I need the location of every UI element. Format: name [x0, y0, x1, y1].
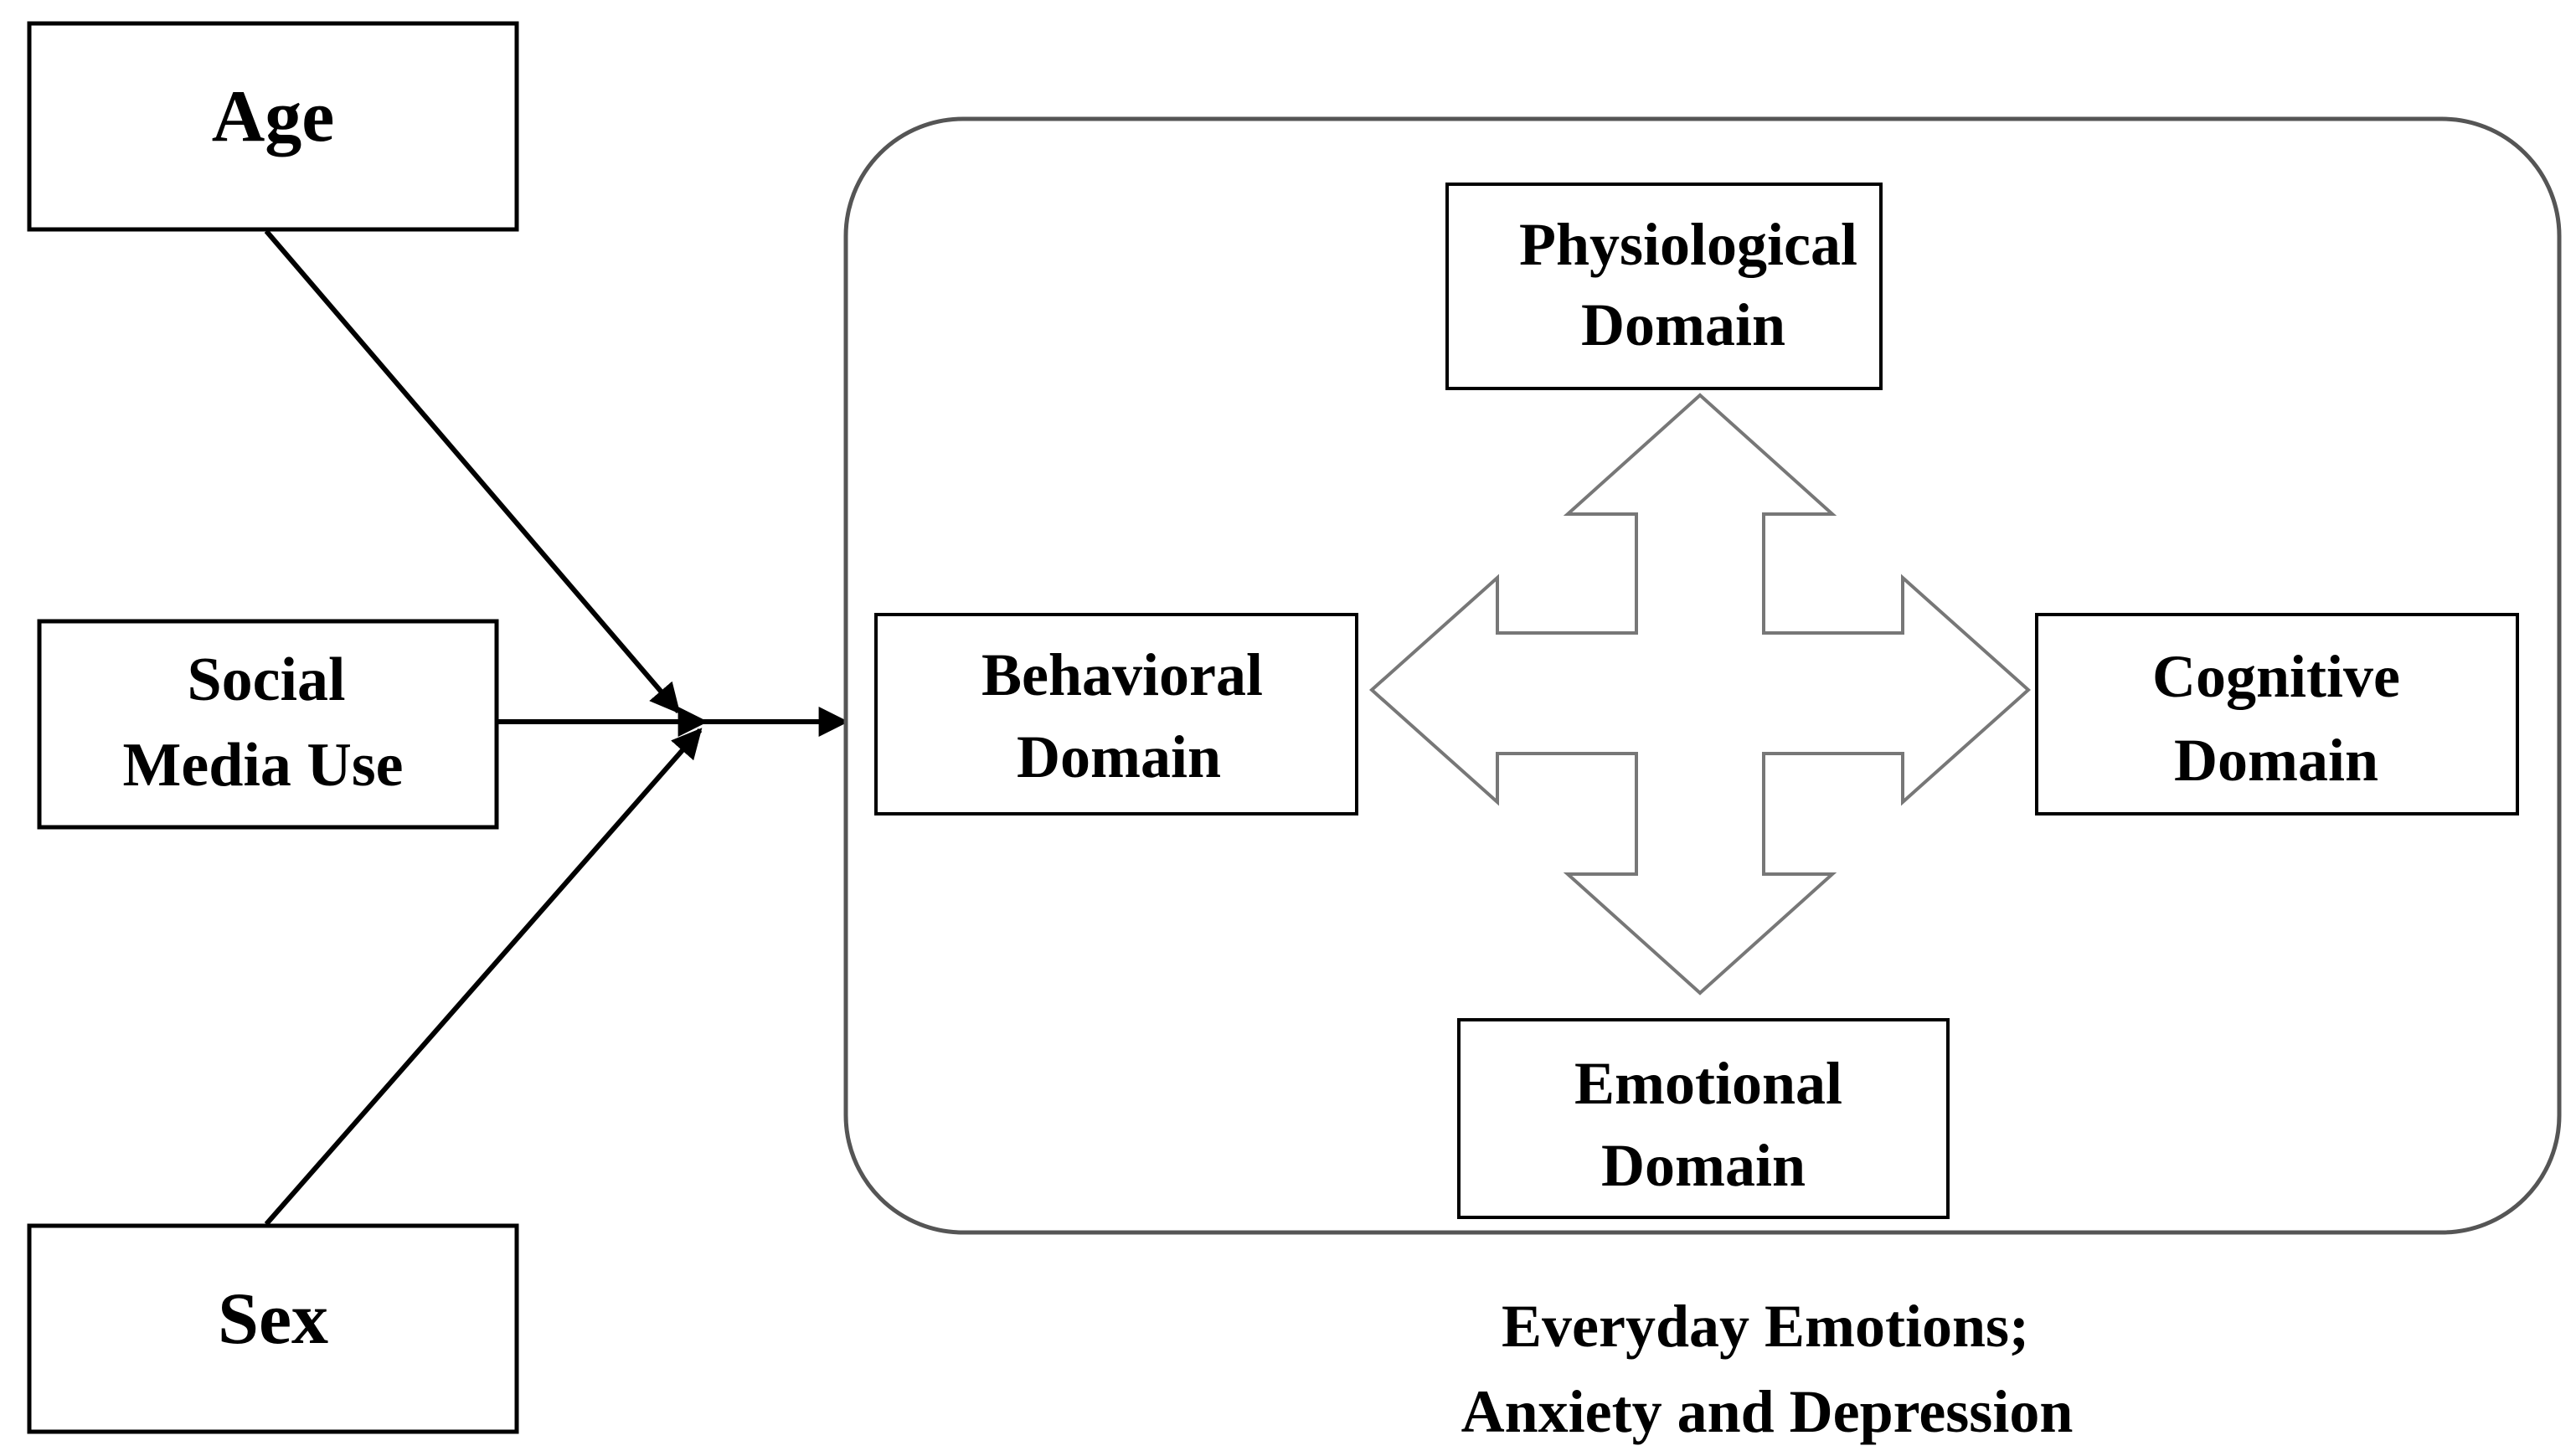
physiological-domain-node: Physiological Domain: [1445, 183, 1883, 390]
outcome-caption-line1: Everyday Emotions;: [1502, 1293, 2029, 1360]
behavioral-domain-node: Behavioral Domain: [874, 613, 1358, 815]
physiological-domain-label-line2: Domain: [1581, 291, 1785, 358]
behavioral-domain-box: [874, 613, 1358, 815]
age-box: [27, 21, 519, 232]
emotional-domain-box: [1457, 1018, 1950, 1219]
age-node: Age: [27, 21, 519, 232]
social-media-use-label-line1: Social: [187, 646, 345, 714]
physiological-domain-label-line1: Physiological: [1519, 211, 1857, 278]
sex-node: Sex: [27, 1223, 519, 1434]
sex-box: [27, 1223, 519, 1434]
emotional-domain-label-line1: Emotional: [1574, 1050, 1842, 1117]
sex-label: Sex: [218, 1279, 328, 1360]
behavioral-domain-label-line2: Domain: [1017, 723, 1221, 790]
emotional-domain-label-line2: Domain: [1601, 1132, 1806, 1199]
age-arrow: [264, 229, 681, 714]
predictor-connectors: [264, 229, 849, 1226]
social-media-use-label-line2: Media Use: [123, 731, 404, 800]
cognitive-domain-label-line2: Domain: [2174, 727, 2378, 794]
cognitive-domain-label-line1: Cognitive: [2152, 643, 2400, 710]
cognitive-domain-node: Cognitive Domain: [2035, 613, 2519, 815]
four-way-arrow-icon: [1368, 393, 2032, 996]
social-media-use-box: [37, 619, 499, 830]
cognitive-domain-box: [2035, 613, 2519, 815]
sex-arrow: [264, 728, 703, 1226]
age-label: Age: [212, 76, 335, 157]
emotional-domain-node: Emotional Domain: [1457, 1018, 1950, 1219]
physiological-domain-box: [1445, 183, 1883, 390]
outcome-caption-line2: Anxiety and Depression: [1461, 1378, 2074, 1445]
behavioral-domain-label-line1: Behavioral: [981, 641, 1263, 708]
social-media-use-node: Social Media Use: [37, 619, 499, 830]
